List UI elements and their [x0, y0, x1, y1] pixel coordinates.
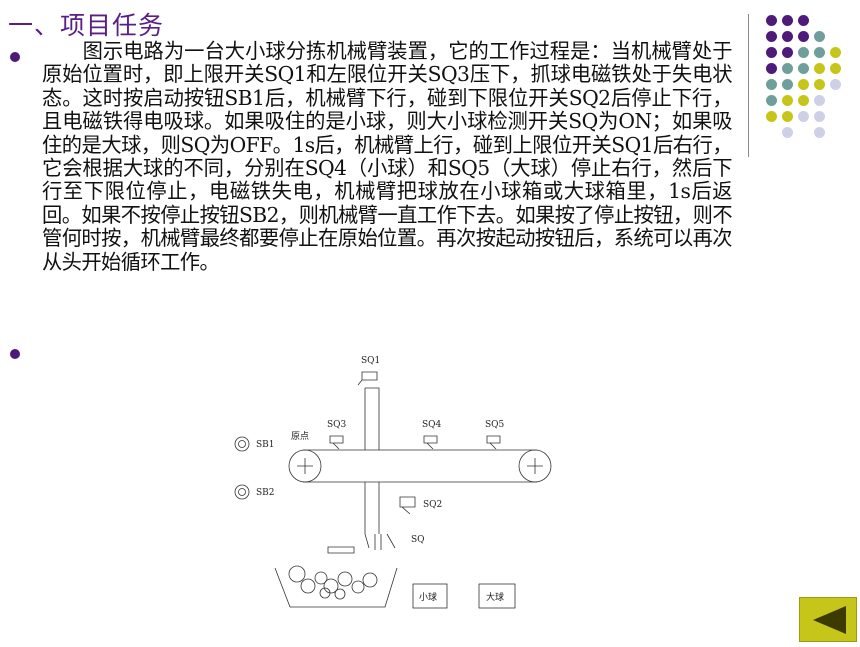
label-sq: SQ	[411, 535, 425, 545]
bullet-2	[10, 349, 20, 359]
triangle-left-icon	[813, 606, 846, 634]
switch-sq1	[357, 371, 378, 386]
label-small-box: 小球	[419, 591, 437, 603]
roller-left	[288, 449, 322, 483]
switch-sq2	[399, 496, 416, 515]
switch-sq4	[423, 435, 438, 450]
ball-tray	[274, 567, 398, 608]
bullet-1	[10, 52, 20, 62]
label-sq2: SQ2	[423, 500, 442, 510]
switch-sq5	[486, 435, 501, 450]
slide-title: 一、项目任务	[8, 11, 165, 40]
small-ball-box	[412, 583, 448, 609]
sorting-arm-diagram: SQ1 SQ3 原点 SQ4 SQ5 SB1 SB2 SQ2 SQ 小球 大球	[234, 356, 552, 609]
label-origin: 原点	[291, 431, 309, 442]
description-paragraph: 图示电路为一台大小球分拣机械臂装置，它的工作过程是：当机械臂处于原始位置时，即上…	[42, 39, 733, 274]
decor-divider	[748, 14, 749, 157]
big-ball-box	[478, 583, 516, 609]
balls	[288, 565, 378, 600]
label-big-box: 大球	[486, 591, 504, 603]
label-sq4: SQ4	[422, 420, 442, 430]
roller-right	[518, 449, 552, 483]
label-sq3: SQ3	[327, 420, 347, 430]
label-sb1: SB1	[256, 440, 275, 450]
previous-slide-button[interactable]	[799, 597, 857, 642]
label-sq5: SQ5	[485, 420, 505, 430]
label-sq1: SQ1	[361, 356, 380, 366]
switch-sq3	[329, 435, 344, 450]
arm-column	[364, 387, 380, 450]
label-sb2: SB2	[256, 488, 275, 498]
